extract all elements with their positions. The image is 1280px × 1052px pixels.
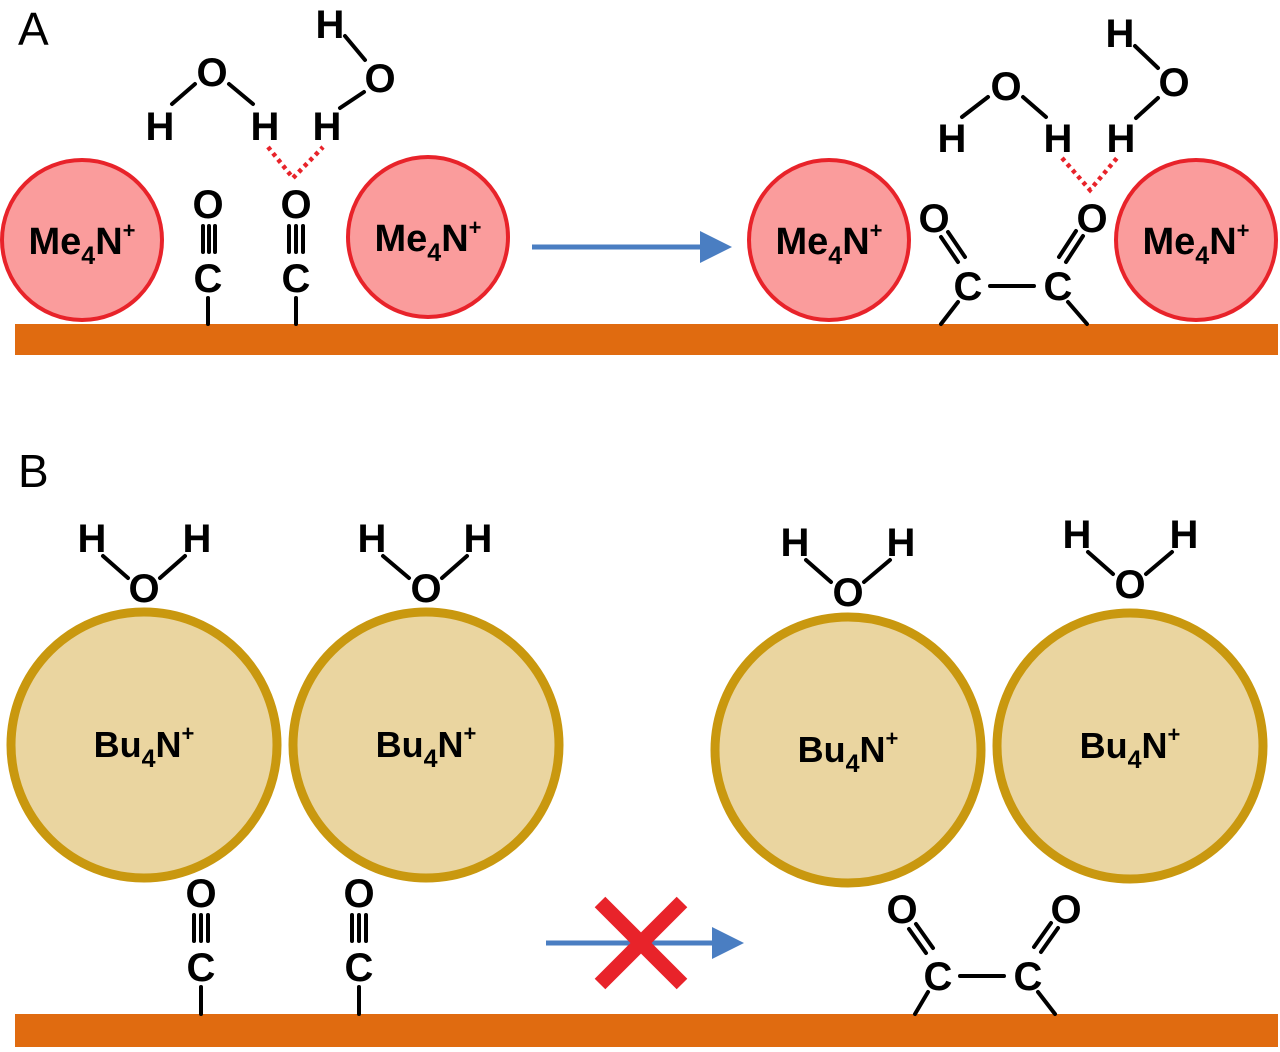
me4n-label: Me4N+ bbox=[374, 215, 481, 267]
bu4n-cation-right-1: Bu4N+ bbox=[710, 612, 986, 888]
blocked-x-icon bbox=[594, 896, 688, 990]
water-molecule-b-1: H O H bbox=[78, 517, 212, 611]
oxygen-atom: O bbox=[343, 872, 374, 916]
panel-a-label: A bbox=[18, 3, 49, 55]
hydrogen-atom: H bbox=[78, 517, 107, 561]
me4n-cation-right-1: Me4N+ bbox=[747, 158, 911, 322]
adsorbed-co-linear-b-1: O C bbox=[185, 872, 217, 1016]
bu4n-label: Bu4N+ bbox=[94, 721, 195, 773]
water-molecule-a-4: H O H bbox=[1106, 12, 1190, 161]
oxygen-atom: O bbox=[192, 183, 223, 227]
reaction-arrow bbox=[532, 231, 732, 263]
oxygen-atom: O bbox=[1158, 61, 1189, 105]
bu4n-label: Bu4N+ bbox=[376, 721, 477, 773]
bu4n-cation-left-2: Bu4N+ bbox=[288, 607, 564, 883]
oxygen-atom: O bbox=[1114, 563, 1145, 607]
oxygen-atom: O bbox=[1050, 888, 1081, 932]
panel-b-label: B bbox=[18, 445, 49, 497]
hydrogen-atom: H bbox=[316, 3, 345, 47]
hydrogen-atom: H bbox=[1107, 117, 1136, 161]
oxygen-atom: O bbox=[364, 57, 395, 101]
hydrogen-atom: H bbox=[183, 517, 212, 561]
hydrogen-atom: H bbox=[1044, 117, 1073, 161]
me4n-cation-left-2: Me4N+ bbox=[346, 155, 510, 319]
hydrogen-atom: H bbox=[146, 105, 175, 149]
oxygen-atom: O bbox=[128, 567, 159, 611]
adsorbed-ocoo-dimer-b: O O C C bbox=[886, 888, 1082, 1016]
water-molecule-b-2: H O H bbox=[358, 517, 493, 611]
carbon-atom: C bbox=[194, 257, 223, 301]
hydrogen-atom: H bbox=[1106, 12, 1135, 56]
hydrogen-bond-a-right bbox=[1060, 156, 1119, 194]
panel-a: A Me4N+ Me4N+ Me4N+ Me4N+ O C O bbox=[0, 3, 1278, 355]
hydrogen-atom: H bbox=[358, 517, 387, 561]
hydrogen-bond-a-left bbox=[266, 145, 325, 182]
hydrogen-atom: H bbox=[938, 117, 967, 161]
electrode-surface-a bbox=[15, 324, 1278, 355]
oxygen-atom: O bbox=[886, 888, 917, 932]
hydrogen-atom: H bbox=[313, 105, 342, 149]
oxygen-atom: O bbox=[185, 872, 216, 916]
adsorbed-co-linear-2: O C bbox=[280, 183, 312, 326]
adsorbed-ocoo-dimer-a: O O C C bbox=[918, 197, 1108, 326]
water-molecule-b-3: H O H bbox=[781, 521, 916, 615]
me4n-label: Me4N+ bbox=[1142, 218, 1249, 270]
hydrogen-atom: H bbox=[887, 521, 916, 565]
water-molecule-b-4: H O H bbox=[1063, 513, 1199, 607]
hydrogen-atom: H bbox=[1170, 513, 1199, 557]
adsorbed-co-linear-b-2: O C bbox=[343, 872, 375, 1016]
bu4n-label: Bu4N+ bbox=[798, 726, 899, 778]
me4n-label: Me4N+ bbox=[775, 218, 882, 270]
oxygen-atom: O bbox=[280, 183, 311, 227]
bu4n-label: Bu4N+ bbox=[1080, 722, 1181, 774]
bu4n-cation-right-2: Bu4N+ bbox=[992, 608, 1268, 884]
adsorbed-co-linear-1: O C bbox=[192, 183, 224, 326]
carbon-atom: C bbox=[282, 257, 311, 301]
me4n-label: Me4N+ bbox=[28, 218, 135, 270]
hydrogen-atom: H bbox=[781, 521, 810, 565]
water-molecule-a-1: H O H bbox=[146, 51, 280, 149]
oxygen-atom: O bbox=[832, 571, 863, 615]
hydrogen-atom: H bbox=[1063, 513, 1092, 557]
water-molecule-a-2: H O H bbox=[313, 3, 396, 149]
oxygen-atom: O bbox=[1076, 197, 1107, 241]
oxygen-atom: O bbox=[990, 65, 1021, 109]
me4n-cation-left-1: Me4N+ bbox=[0, 158, 164, 322]
me4n-cation-right-2: Me4N+ bbox=[1114, 158, 1278, 322]
bu4n-cation-left-1: Bu4N+ bbox=[6, 607, 282, 883]
panel-b: B Bu4N+ Bu4N+ Bu4N+ Bu4N+ H O H H O bbox=[6, 445, 1278, 1047]
electrode-surface-b bbox=[15, 1014, 1278, 1047]
hydrogen-atom: H bbox=[251, 105, 280, 149]
oxygen-atom: O bbox=[918, 197, 949, 241]
carbon-atom: C bbox=[345, 946, 374, 990]
hydrogen-atom: H bbox=[464, 517, 493, 561]
oxygen-atom: O bbox=[410, 567, 441, 611]
oxygen-atom: O bbox=[196, 51, 227, 95]
carbon-atom: C bbox=[187, 946, 216, 990]
water-molecule-a-3: H O H bbox=[938, 65, 1073, 161]
